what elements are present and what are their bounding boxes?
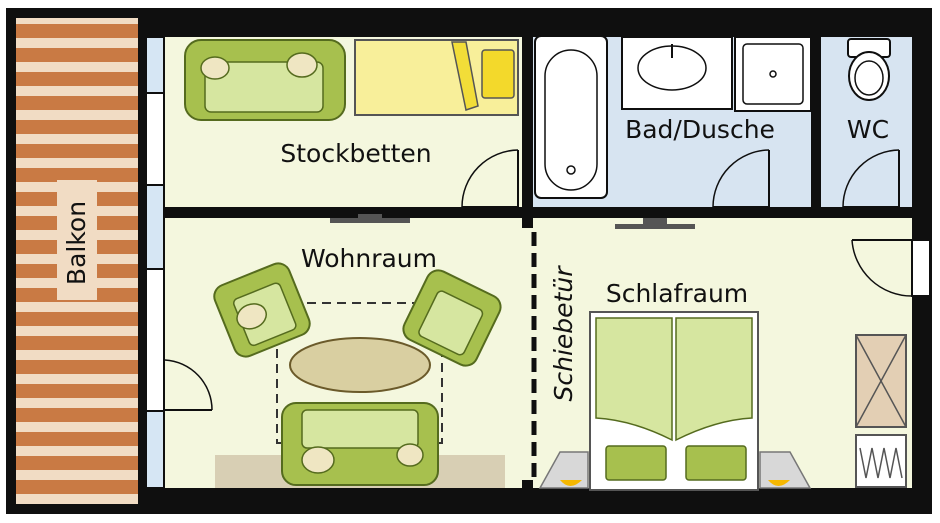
sink xyxy=(621,36,733,110)
radiator xyxy=(855,434,907,488)
door-wc xyxy=(842,149,900,208)
cushion xyxy=(286,52,318,78)
sofa-stockbetten xyxy=(184,39,346,121)
coffee-table-outline xyxy=(276,302,443,444)
cushion xyxy=(200,56,230,80)
tv-schlafraum xyxy=(615,218,695,229)
shower-tray xyxy=(734,36,812,112)
sofa-wohnraum xyxy=(281,402,439,486)
door-stockbetten xyxy=(461,149,519,208)
bathtub xyxy=(534,35,608,199)
window xyxy=(145,92,165,186)
window xyxy=(145,184,165,270)
sliding-door-gap xyxy=(522,228,533,480)
pillow xyxy=(481,49,515,99)
toilet xyxy=(847,38,891,101)
cushion xyxy=(301,446,335,474)
door-bad xyxy=(712,149,770,208)
label-bad-dusche: Bad/Dusche xyxy=(625,115,775,144)
cushion xyxy=(396,443,424,467)
label-wc: WC xyxy=(847,115,889,144)
label-balkon: Balkon xyxy=(62,201,91,285)
window xyxy=(145,268,165,412)
window xyxy=(145,36,165,94)
nightstand-right xyxy=(759,451,812,489)
pillow xyxy=(685,445,747,481)
coffee-table xyxy=(289,337,431,393)
label-schlafraum: Schlafraum xyxy=(606,279,748,308)
wardrobe xyxy=(855,334,907,428)
pillow xyxy=(605,445,667,481)
double-bed xyxy=(589,311,759,491)
left-wall-windows xyxy=(145,36,165,489)
label-schiebetuer: Schiebetür xyxy=(549,265,578,402)
window-right xyxy=(911,239,931,297)
balkon-label-bg xyxy=(57,180,97,300)
door-schlafraum xyxy=(851,239,913,297)
nightstand-left xyxy=(538,451,589,489)
armchair-right xyxy=(402,269,502,367)
window xyxy=(145,410,165,489)
cushion xyxy=(236,303,267,330)
label-stockbetten: Stockbetten xyxy=(280,139,431,168)
tv-wohnraum xyxy=(330,214,410,223)
label-wohnraum: Wohnraum xyxy=(301,244,437,273)
armchair-left xyxy=(213,262,311,358)
door-wohnraum xyxy=(164,359,213,411)
bunk-bed xyxy=(354,39,519,116)
